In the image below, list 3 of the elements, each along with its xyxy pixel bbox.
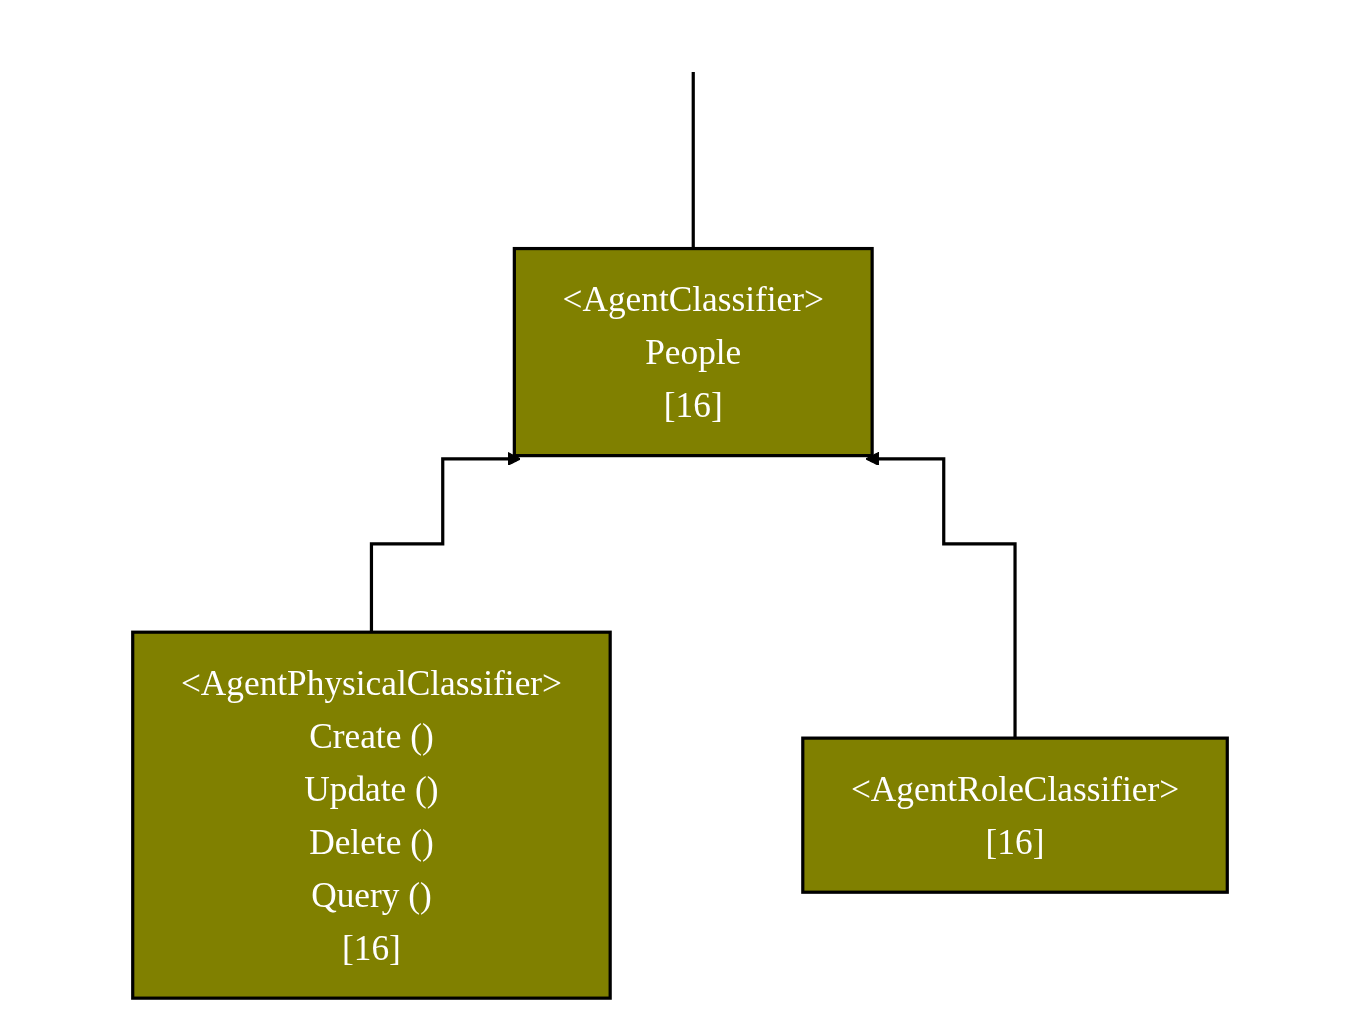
node-box: <AgentClassifier> People [16] [512, 246, 874, 457]
node-box: <AgentPhysicalClassifier> Create () Update () Delete () Query () [16] [131, 630, 612, 1000]
node-box: <AgentRoleClassifier> [16] [801, 736, 1229, 894]
